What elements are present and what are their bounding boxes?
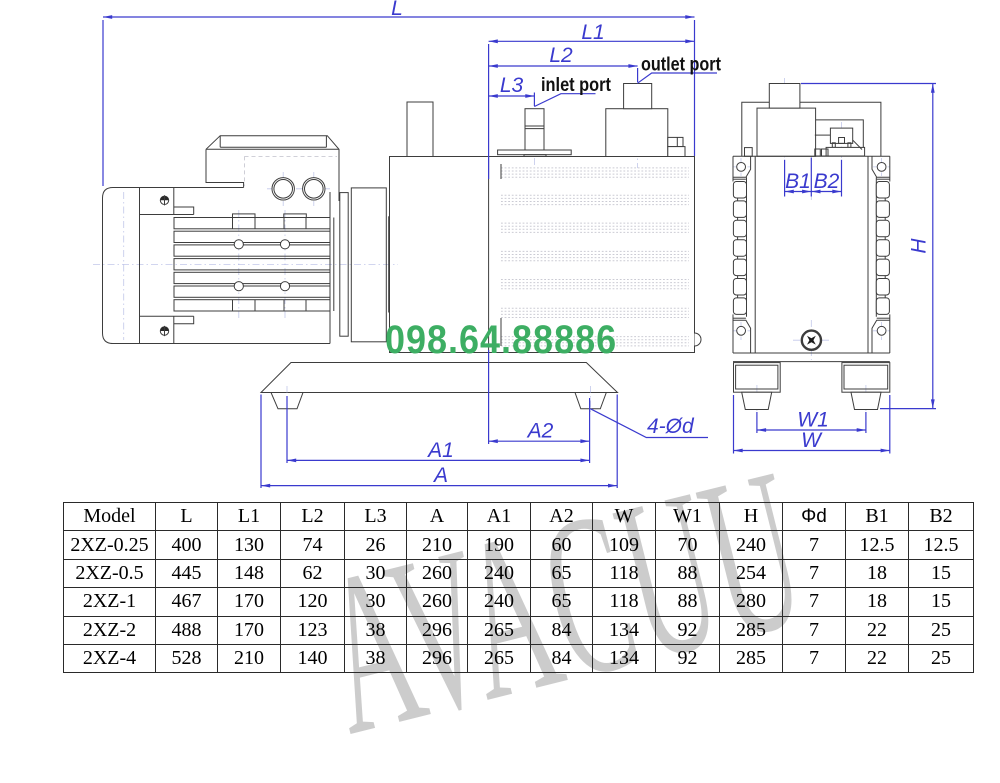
- svg-text:W: W: [801, 429, 823, 452]
- svg-text:W1: W1: [797, 409, 829, 432]
- svg-text:B1: B1: [785, 170, 811, 193]
- svg-text:H: H: [908, 238, 931, 254]
- svg-text:L1: L1: [581, 21, 604, 44]
- svg-text:inlet port: inlet port: [541, 74, 611, 96]
- svg-text:A: A: [432, 464, 448, 487]
- svg-text:A2: A2: [526, 420, 554, 443]
- svg-text:4-Ød: 4-Ød: [647, 415, 695, 438]
- svg-text:A1: A1: [426, 439, 454, 462]
- svg-text:L: L: [391, 0, 403, 20]
- svg-text:L2: L2: [549, 44, 573, 67]
- svg-text:L3: L3: [500, 74, 524, 97]
- svg-text:outlet port: outlet port: [641, 54, 721, 76]
- svg-text:B2: B2: [814, 170, 840, 193]
